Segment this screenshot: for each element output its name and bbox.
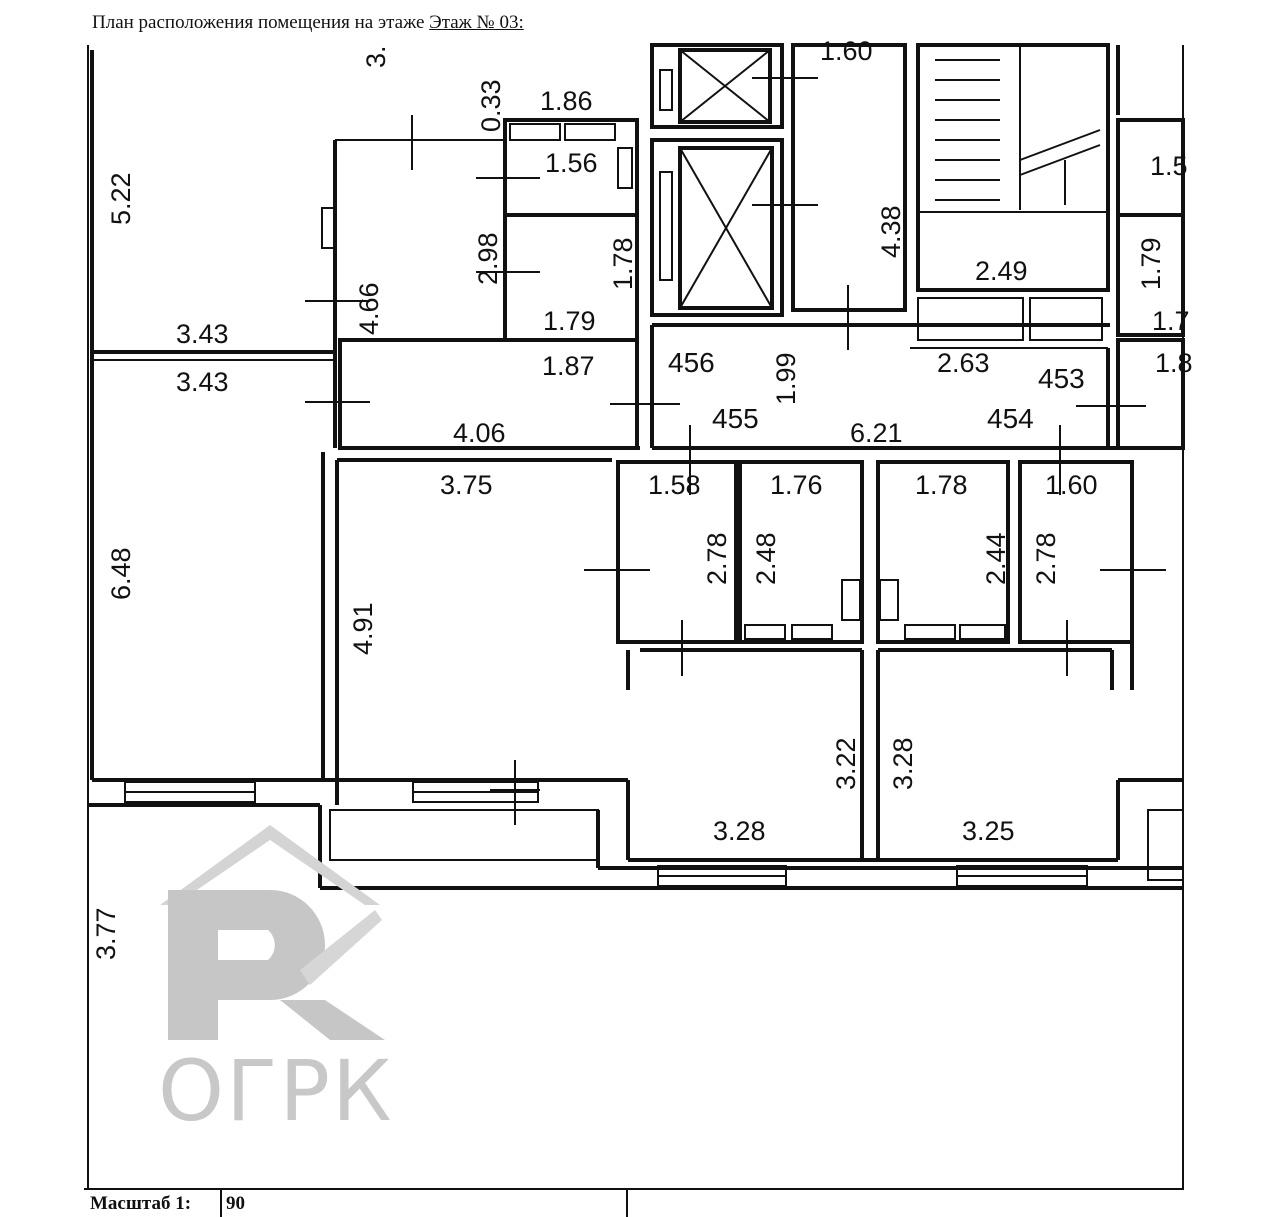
floor-number: Этаж № 03: bbox=[429, 12, 524, 33]
dim-label: 1.8 bbox=[1155, 348, 1193, 378]
lower-rooms bbox=[92, 648, 1183, 862]
dim-label: 3.25 bbox=[962, 816, 1015, 846]
room-number: 455 bbox=[712, 403, 759, 434]
dim-label: 1.5 bbox=[1150, 151, 1188, 181]
logo-text: ОГРК bbox=[158, 1042, 394, 1140]
dim-label: 6.21 bbox=[850, 418, 903, 448]
dim-label: 1.56 bbox=[545, 148, 598, 178]
dim-label: 2.78 bbox=[702, 532, 732, 585]
dim-label: 2.44 bbox=[981, 532, 1011, 585]
plan-footer: Масштаб 1: 90 bbox=[84, 1188, 1184, 1217]
elevator-shafts bbox=[650, 43, 907, 317]
dim-label: 5.22 bbox=[106, 172, 136, 225]
dim-label: 3.77 bbox=[91, 907, 121, 960]
dim-label: 3.28 bbox=[888, 737, 918, 790]
tick-marks bbox=[305, 77, 1166, 825]
dim-label: 1.76 bbox=[770, 470, 823, 500]
dim-label: 3.43 bbox=[176, 367, 229, 397]
dim-label: 1.58 bbox=[648, 470, 701, 500]
room-number: 454 bbox=[987, 403, 1034, 434]
dim-label: 3. bbox=[361, 45, 391, 68]
dim-label: 4.66 bbox=[354, 282, 384, 335]
dim-label: 1.87 bbox=[542, 351, 595, 381]
dim-label: 1.79 bbox=[1136, 237, 1166, 290]
exterior-wall bbox=[88, 781, 1184, 890]
dim-label: 1.79 bbox=[543, 306, 596, 336]
ogrk-logo-mark bbox=[160, 825, 385, 1040]
dim-label: 6.48 bbox=[106, 547, 136, 600]
room-numbers: 456 455 453 454 bbox=[668, 347, 1085, 434]
dim-label: 2.98 bbox=[473, 232, 503, 285]
dim-label: 1.99 bbox=[771, 352, 801, 405]
right-rooms bbox=[1116, 45, 1185, 450]
dim-label: 1.60 bbox=[1045, 470, 1098, 500]
dim-label: 3.75 bbox=[440, 470, 493, 500]
header-prefix: План расположения помещения на этаже bbox=[92, 12, 425, 33]
dim-label: 2.48 bbox=[751, 532, 781, 585]
dim-label: 3.22 bbox=[831, 737, 861, 790]
dim-label: 0.33 bbox=[476, 79, 506, 132]
dim-label: 2.63 bbox=[937, 348, 990, 378]
plan-header: План расположения помещения на этаже Эта… bbox=[92, 12, 524, 34]
dim-label: 1.78 bbox=[915, 470, 968, 500]
dim-label: 1.78 bbox=[608, 237, 638, 290]
dim-label: 4.91 bbox=[348, 602, 378, 655]
dim-label: 3.43 bbox=[176, 319, 229, 349]
dimension-labels: 3. 0.33 1.86 1.60 5.22 1.56 1.5 2.98 1.7… bbox=[91, 36, 1193, 960]
dim-label: 2.78 bbox=[1031, 532, 1061, 585]
dim-label: 3.28 bbox=[713, 816, 766, 846]
footer-divider bbox=[626, 1190, 628, 1217]
dim-label: 1.7 bbox=[1152, 306, 1190, 336]
dim-label: 4.38 bbox=[876, 205, 906, 258]
room-number: 456 bbox=[668, 347, 715, 378]
stairwell bbox=[916, 43, 1110, 341]
dim-label: 1.60 bbox=[820, 36, 873, 66]
scale-value: 90 bbox=[220, 1190, 245, 1217]
scale-label: Масштаб 1: bbox=[90, 1193, 192, 1214]
dim-label: 2.49 bbox=[975, 256, 1028, 286]
corridor bbox=[650, 323, 1118, 450]
dim-label: 1.86 bbox=[540, 86, 593, 116]
bath-units-top bbox=[338, 118, 639, 450]
bathrooms-middle bbox=[616, 460, 1134, 690]
dim-label: 4.06 bbox=[453, 418, 506, 448]
room-number: 453 bbox=[1038, 363, 1085, 394]
